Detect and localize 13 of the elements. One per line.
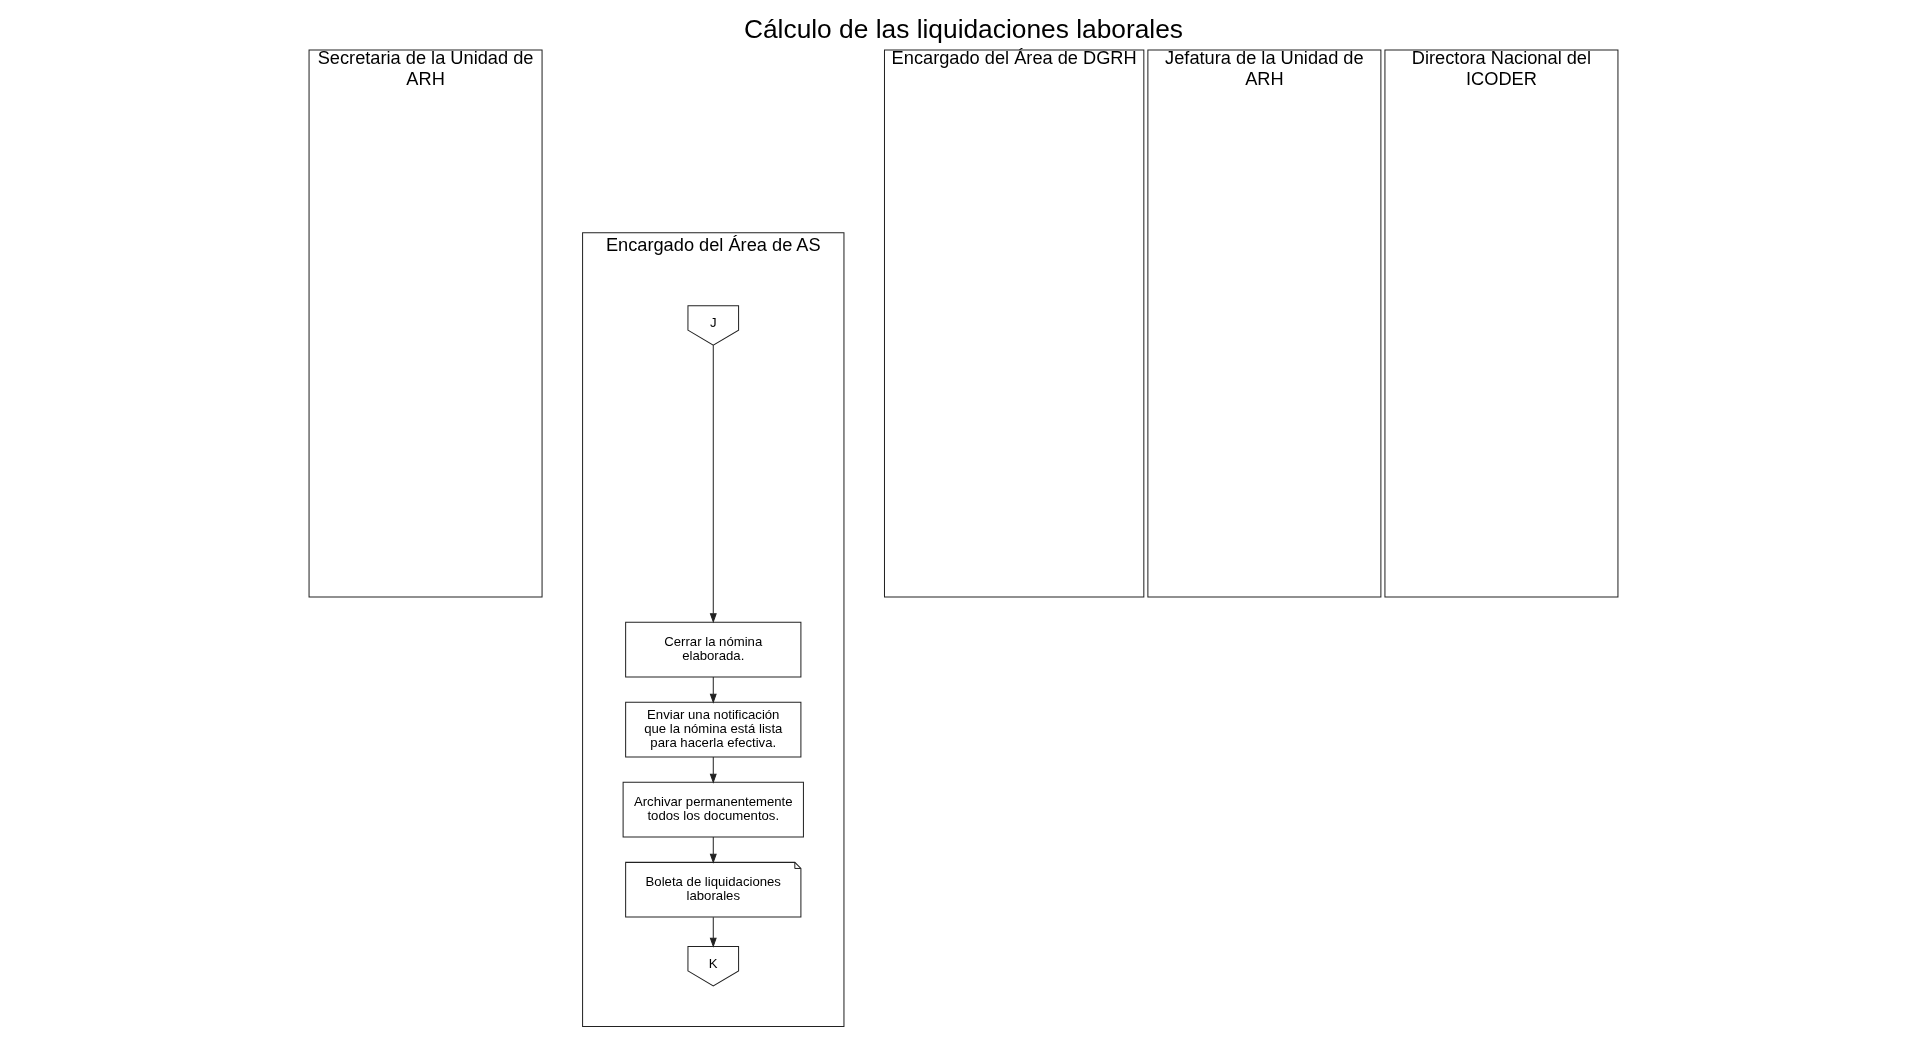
diagram-title: Cálculo de las liquidaciones laborales xyxy=(743,13,1184,44)
node-box: Encargado del Área de DGRH xyxy=(883,49,1145,598)
arrow xyxy=(709,756,717,784)
node-box: Directora Nacional del ICODER xyxy=(1384,49,1619,598)
node-box: Cerrar la nómina elaborada. xyxy=(625,621,802,678)
node-box: Jefatura de la Unidad de ARH xyxy=(1147,49,1382,598)
node-box: Archivar permanentemente todos los documentos. xyxy=(622,781,804,838)
arrow xyxy=(709,344,717,624)
arrow xyxy=(709,676,717,704)
node-box: Enviar una notificación que la nómina está lista para hacerla efectiva. xyxy=(625,701,802,758)
node-box: Secretaria de la Unidad de ARH xyxy=(308,49,543,598)
arrow xyxy=(709,916,717,948)
arrow xyxy=(709,836,717,864)
